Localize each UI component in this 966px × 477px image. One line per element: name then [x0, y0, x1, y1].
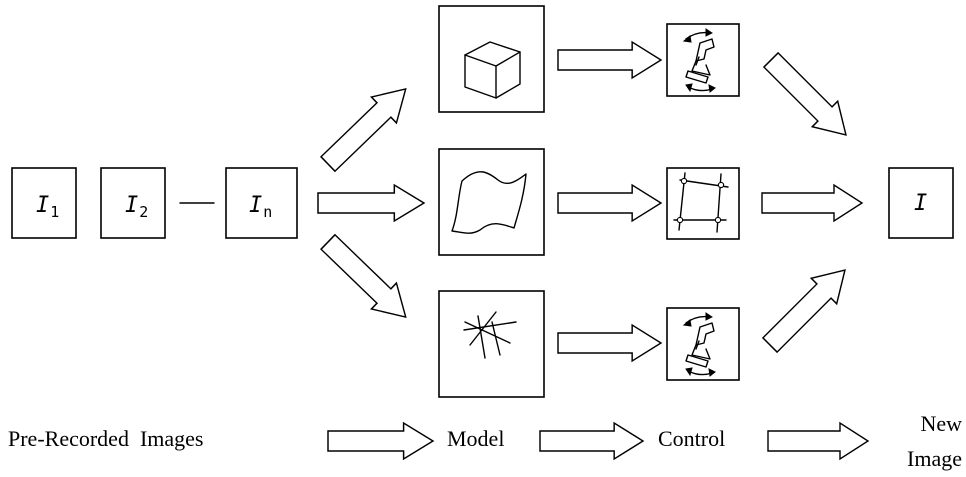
- cube-model-icon: [464, 41, 521, 99]
- input-image-2-label: I2: [125, 193, 148, 221]
- arrow-control-output-top: [757, 46, 860, 149]
- output-image-label: I: [914, 191, 927, 216]
- input-image-1: I1: [11, 167, 77, 239]
- model-box-cube: [438, 5, 545, 113]
- control-box-bottom: [666, 307, 740, 381]
- model-box-lines: [438, 290, 545, 398]
- control-box-middle: [666, 167, 740, 240]
- model-box-surface: [438, 148, 545, 256]
- arrow-to-middle-model: [317, 184, 425, 222]
- arrow-to-top-model: [314, 75, 419, 178]
- quadrilateral-control-icon: [673, 172, 729, 233]
- arrow-model-control-middle: [557, 184, 662, 222]
- pipeline-arrow-1: [327, 422, 434, 460]
- input-image-2: I2: [100, 167, 166, 239]
- arrow-control-output-bottom: [756, 256, 859, 359]
- stage-label-pre-recorded-images: Pre-Recorded Images: [8, 426, 203, 451]
- arrow-control-output-middle: [761, 184, 863, 222]
- stage-label-image: Image: [907, 446, 962, 471]
- input-image-n-label: In: [249, 193, 272, 221]
- control-box-top: [666, 23, 740, 97]
- pipeline-arrow-3: [767, 422, 869, 460]
- lines-model-icon: [463, 311, 517, 359]
- input-image-1-label: I1: [36, 193, 59, 221]
- arrow-model-control-top: [557, 41, 662, 79]
- arrow-to-bottom-model: [314, 228, 419, 331]
- stage-label-model: Model: [447, 426, 504, 451]
- stage-label-new: New: [920, 411, 962, 436]
- output-image: I: [888, 167, 954, 239]
- pipeline-arrow-2: [539, 422, 644, 460]
- arrow-model-control-bottom: [557, 324, 662, 362]
- surface-model-icon: [451, 171, 527, 234]
- stage-label-control: Control: [658, 426, 725, 451]
- input-image-n: In: [225, 167, 298, 239]
